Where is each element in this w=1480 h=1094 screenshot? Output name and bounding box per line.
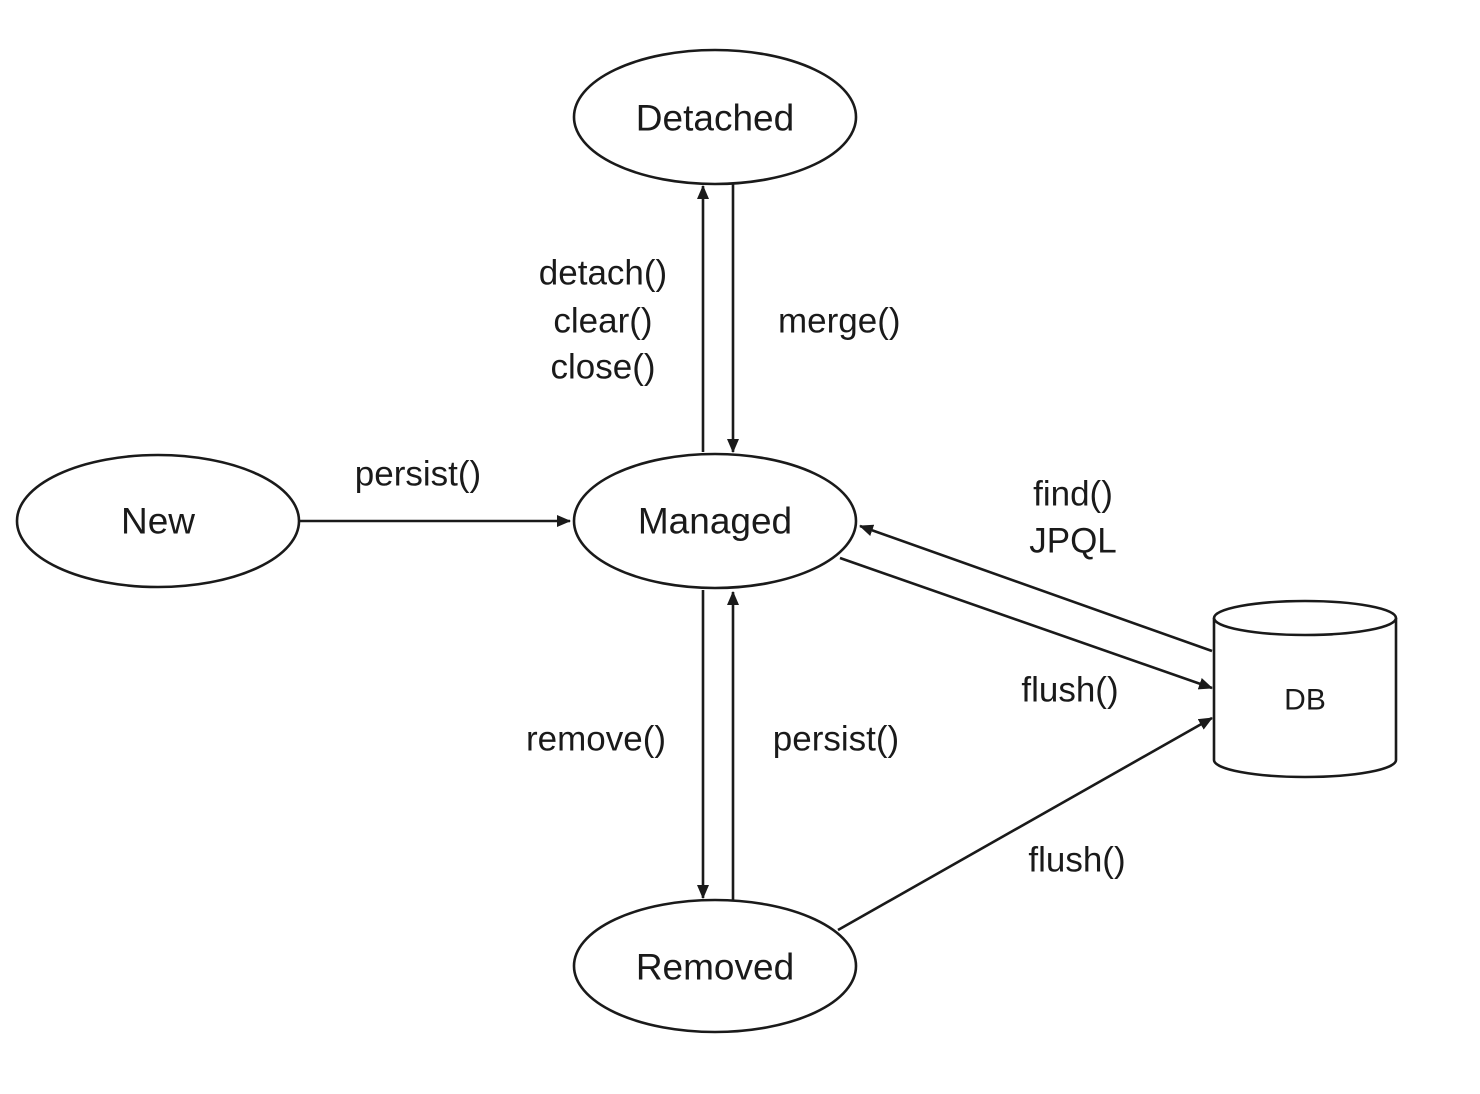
state-detached: Detached [572, 48, 858, 186]
state-removed-label: Removed [636, 947, 794, 988]
label-merge: merge() [778, 302, 901, 341]
label-persist-removed: persist() [773, 720, 899, 759]
state-managed: Managed [572, 452, 858, 590]
edge-find [859, 524, 1213, 653]
label-close: close() [550, 348, 655, 387]
state-managed-label: Managed [638, 501, 792, 542]
db-label: DB [1284, 684, 1326, 717]
state-removed: Removed [572, 898, 858, 1034]
label-persist-new: persist() [355, 455, 481, 494]
state-new-label: New [121, 501, 195, 542]
label-clear: clear() [553, 302, 652, 341]
label-flush-managed: flush() [1021, 671, 1118, 710]
label-detach: detach() [539, 254, 667, 293]
label-jpql: JPQL [1029, 522, 1117, 561]
edge-flush-removed [837, 716, 1213, 932]
edge-flush-managed [839, 556, 1213, 690]
label-flush-removed: flush() [1028, 841, 1125, 880]
label-find: find() [1033, 475, 1113, 514]
label-remove: remove() [526, 720, 666, 759]
state-detached-label: Detached [636, 98, 794, 139]
state-new: New [15, 453, 301, 589]
db-cylinder: DB [1212, 599, 1398, 779]
